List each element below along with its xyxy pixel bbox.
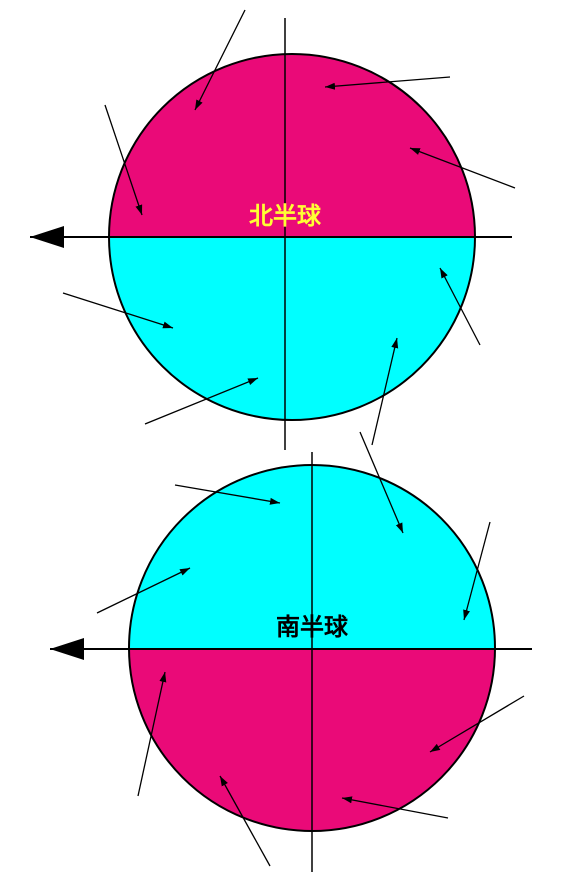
deflection-arrow [194,9,246,111]
deflection-arrow [439,267,481,346]
deflection-arrow [174,484,281,505]
north-equator-arrowhead [30,226,64,248]
north-hemisphere-disc: 北半球 [30,18,512,450]
south-hemisphere-label: 南半球 [276,613,349,641]
deflection-arrow [359,431,404,534]
deflection-arrow [137,671,167,797]
deflection-arrow [341,796,449,819]
south-hemisphere-disc: 南半球 [50,452,532,872]
north-hemisphere-label: 北半球 [249,202,322,230]
deflection-arrow [219,775,271,867]
deflection-arrow [96,567,191,614]
deflection-arrow [104,104,143,216]
south-deflection-arrows [96,431,525,867]
deflection-arrow [429,695,525,753]
north-lower-half [109,237,475,420]
deflection-arrow [62,292,174,329]
north-deflection-arrows [62,9,516,446]
deflection-arrow [463,521,491,621]
south-equator-arrowhead [50,638,84,660]
deflection-arrow [371,337,399,446]
deflection-arrow [409,147,516,189]
deflection-arrow [324,76,451,90]
deflection-arrow [144,377,259,425]
